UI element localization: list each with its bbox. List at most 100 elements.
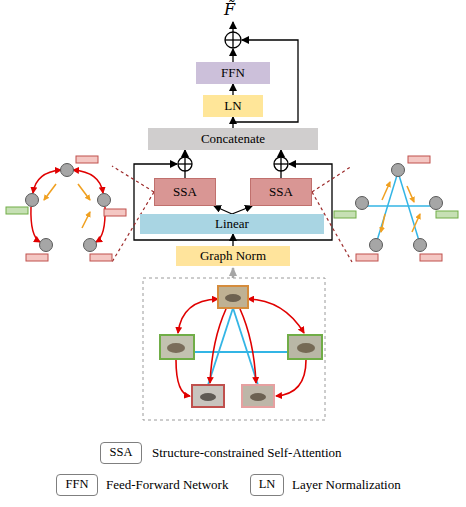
add-symbol xyxy=(178,157,192,171)
output-label: F̃ xyxy=(224,0,235,19)
left-graph-illustration xyxy=(31,170,105,242)
right-graph-illustration xyxy=(356,164,443,252)
flow-arrow xyxy=(214,206,232,214)
input-graph-illustration xyxy=(242,385,274,407)
right-graph-illustration xyxy=(334,156,458,261)
left-graph-illustration xyxy=(44,184,90,228)
left-graph-illustration xyxy=(6,156,126,261)
input-graph-illustration xyxy=(210,309,226,383)
input-graph-illustration xyxy=(250,393,266,401)
input-graph-illustration xyxy=(297,343,315,353)
concat-box: Concatenate xyxy=(148,128,318,150)
layer-norm-box: LN xyxy=(203,95,263,117)
input-graph-illustration xyxy=(232,268,235,278)
ffn-box: FFN xyxy=(196,62,270,84)
right-graph-illustration xyxy=(392,164,405,177)
input-graph-illustration xyxy=(276,360,306,396)
left-graph-illustration xyxy=(98,194,111,207)
left-graph-illustration xyxy=(40,239,53,252)
input-graph-illustration xyxy=(194,351,288,353)
legend-key-box: SSA xyxy=(100,442,142,464)
left-graph-illustration xyxy=(82,212,90,228)
legend-key-box: FFN xyxy=(56,474,98,496)
add-symbol xyxy=(280,157,281,171)
right-graph-illustration xyxy=(334,156,458,261)
input-graph-illustration xyxy=(192,385,224,407)
left-graph-illustration xyxy=(33,170,61,193)
add-symbol xyxy=(184,157,185,171)
right-graph-illustration xyxy=(362,205,436,207)
left-graph-illustration xyxy=(90,254,112,261)
left-graph-illustration xyxy=(31,207,40,242)
input-graph-illustration xyxy=(233,308,258,385)
zoom-leader xyxy=(312,166,352,192)
legend-key-box: LN xyxy=(250,474,284,496)
left-graph-illustration xyxy=(26,164,111,252)
node-text: Graph Norm xyxy=(200,249,266,263)
input-graph-illustration xyxy=(167,343,185,353)
node-text: LN xyxy=(259,478,276,492)
node-text: Linear xyxy=(215,217,249,231)
input-graph-illustration xyxy=(160,286,322,407)
legend-text: Structure-constrained Self-Attention xyxy=(152,445,342,461)
right-graph-illustration xyxy=(430,197,443,210)
node-text: FFN xyxy=(221,66,245,80)
right-graph-illustration xyxy=(381,182,420,232)
add-symbol xyxy=(178,32,288,171)
input-graph-illustration xyxy=(178,299,218,333)
left-graph-illustration xyxy=(78,184,90,200)
right-graph-illustration xyxy=(356,197,369,210)
node-text: SSA xyxy=(110,446,133,460)
left-graph-illustration xyxy=(6,207,28,214)
input-graph-illustration xyxy=(248,299,304,333)
input-graph-illustration xyxy=(160,335,194,359)
input-graph-illustration xyxy=(240,309,256,383)
input-graph-illustration xyxy=(176,299,306,396)
flow-arrow xyxy=(184,150,185,178)
input-graph-illustration xyxy=(225,294,241,302)
left-graph-illustration xyxy=(61,164,74,177)
input-graph-illustration xyxy=(200,393,216,401)
left-graph-illustration xyxy=(6,156,126,261)
right-graph-illustration xyxy=(414,239,427,252)
right-graph-illustration xyxy=(436,211,458,218)
left-graph-illustration xyxy=(84,239,97,252)
right-graph-illustration xyxy=(420,254,442,261)
linear-box: Linear xyxy=(140,214,324,234)
right-graph-illustration xyxy=(412,214,420,232)
right-graph-illustration xyxy=(334,211,356,218)
right-graph-illustration xyxy=(362,172,436,244)
left-graph-illustration xyxy=(104,209,126,216)
right-graph-illustration xyxy=(407,186,414,202)
input-graph-illustration xyxy=(176,360,190,396)
node-text: FFN xyxy=(66,478,89,492)
attention-box: SSA xyxy=(154,178,216,206)
right-graph-illustration xyxy=(382,182,390,200)
flow-arrow xyxy=(280,150,281,178)
right-graph-illustration xyxy=(381,214,385,232)
node-text: Concatenate xyxy=(201,132,265,146)
left-graph-illustration xyxy=(73,170,103,193)
node-text: SSA xyxy=(269,185,293,199)
left-graph-illustration xyxy=(44,184,56,200)
add-symbol xyxy=(225,32,241,48)
flow-arrow xyxy=(232,84,233,95)
left-graph-illustration xyxy=(76,156,98,163)
graph-norm-box: Graph Norm xyxy=(176,246,290,266)
right-graph-illustration xyxy=(370,239,383,252)
add-symbol xyxy=(274,157,288,171)
left-graph-illustration xyxy=(26,194,39,207)
add-symbol xyxy=(232,32,233,48)
node-text: SSA xyxy=(173,185,197,199)
right-graph-illustration xyxy=(356,254,378,261)
input-graph-illustration xyxy=(208,308,233,385)
legend-text: Feed-Forward Network xyxy=(106,477,228,493)
input-graph-illustration xyxy=(143,278,325,420)
node-text: LN xyxy=(224,99,241,113)
right-graph-illustration xyxy=(398,172,420,244)
input-graph-illustration xyxy=(288,335,322,359)
input-graph-illustration xyxy=(143,268,325,420)
residual-wire xyxy=(232,22,233,32)
right-graph-illustration xyxy=(376,172,398,244)
